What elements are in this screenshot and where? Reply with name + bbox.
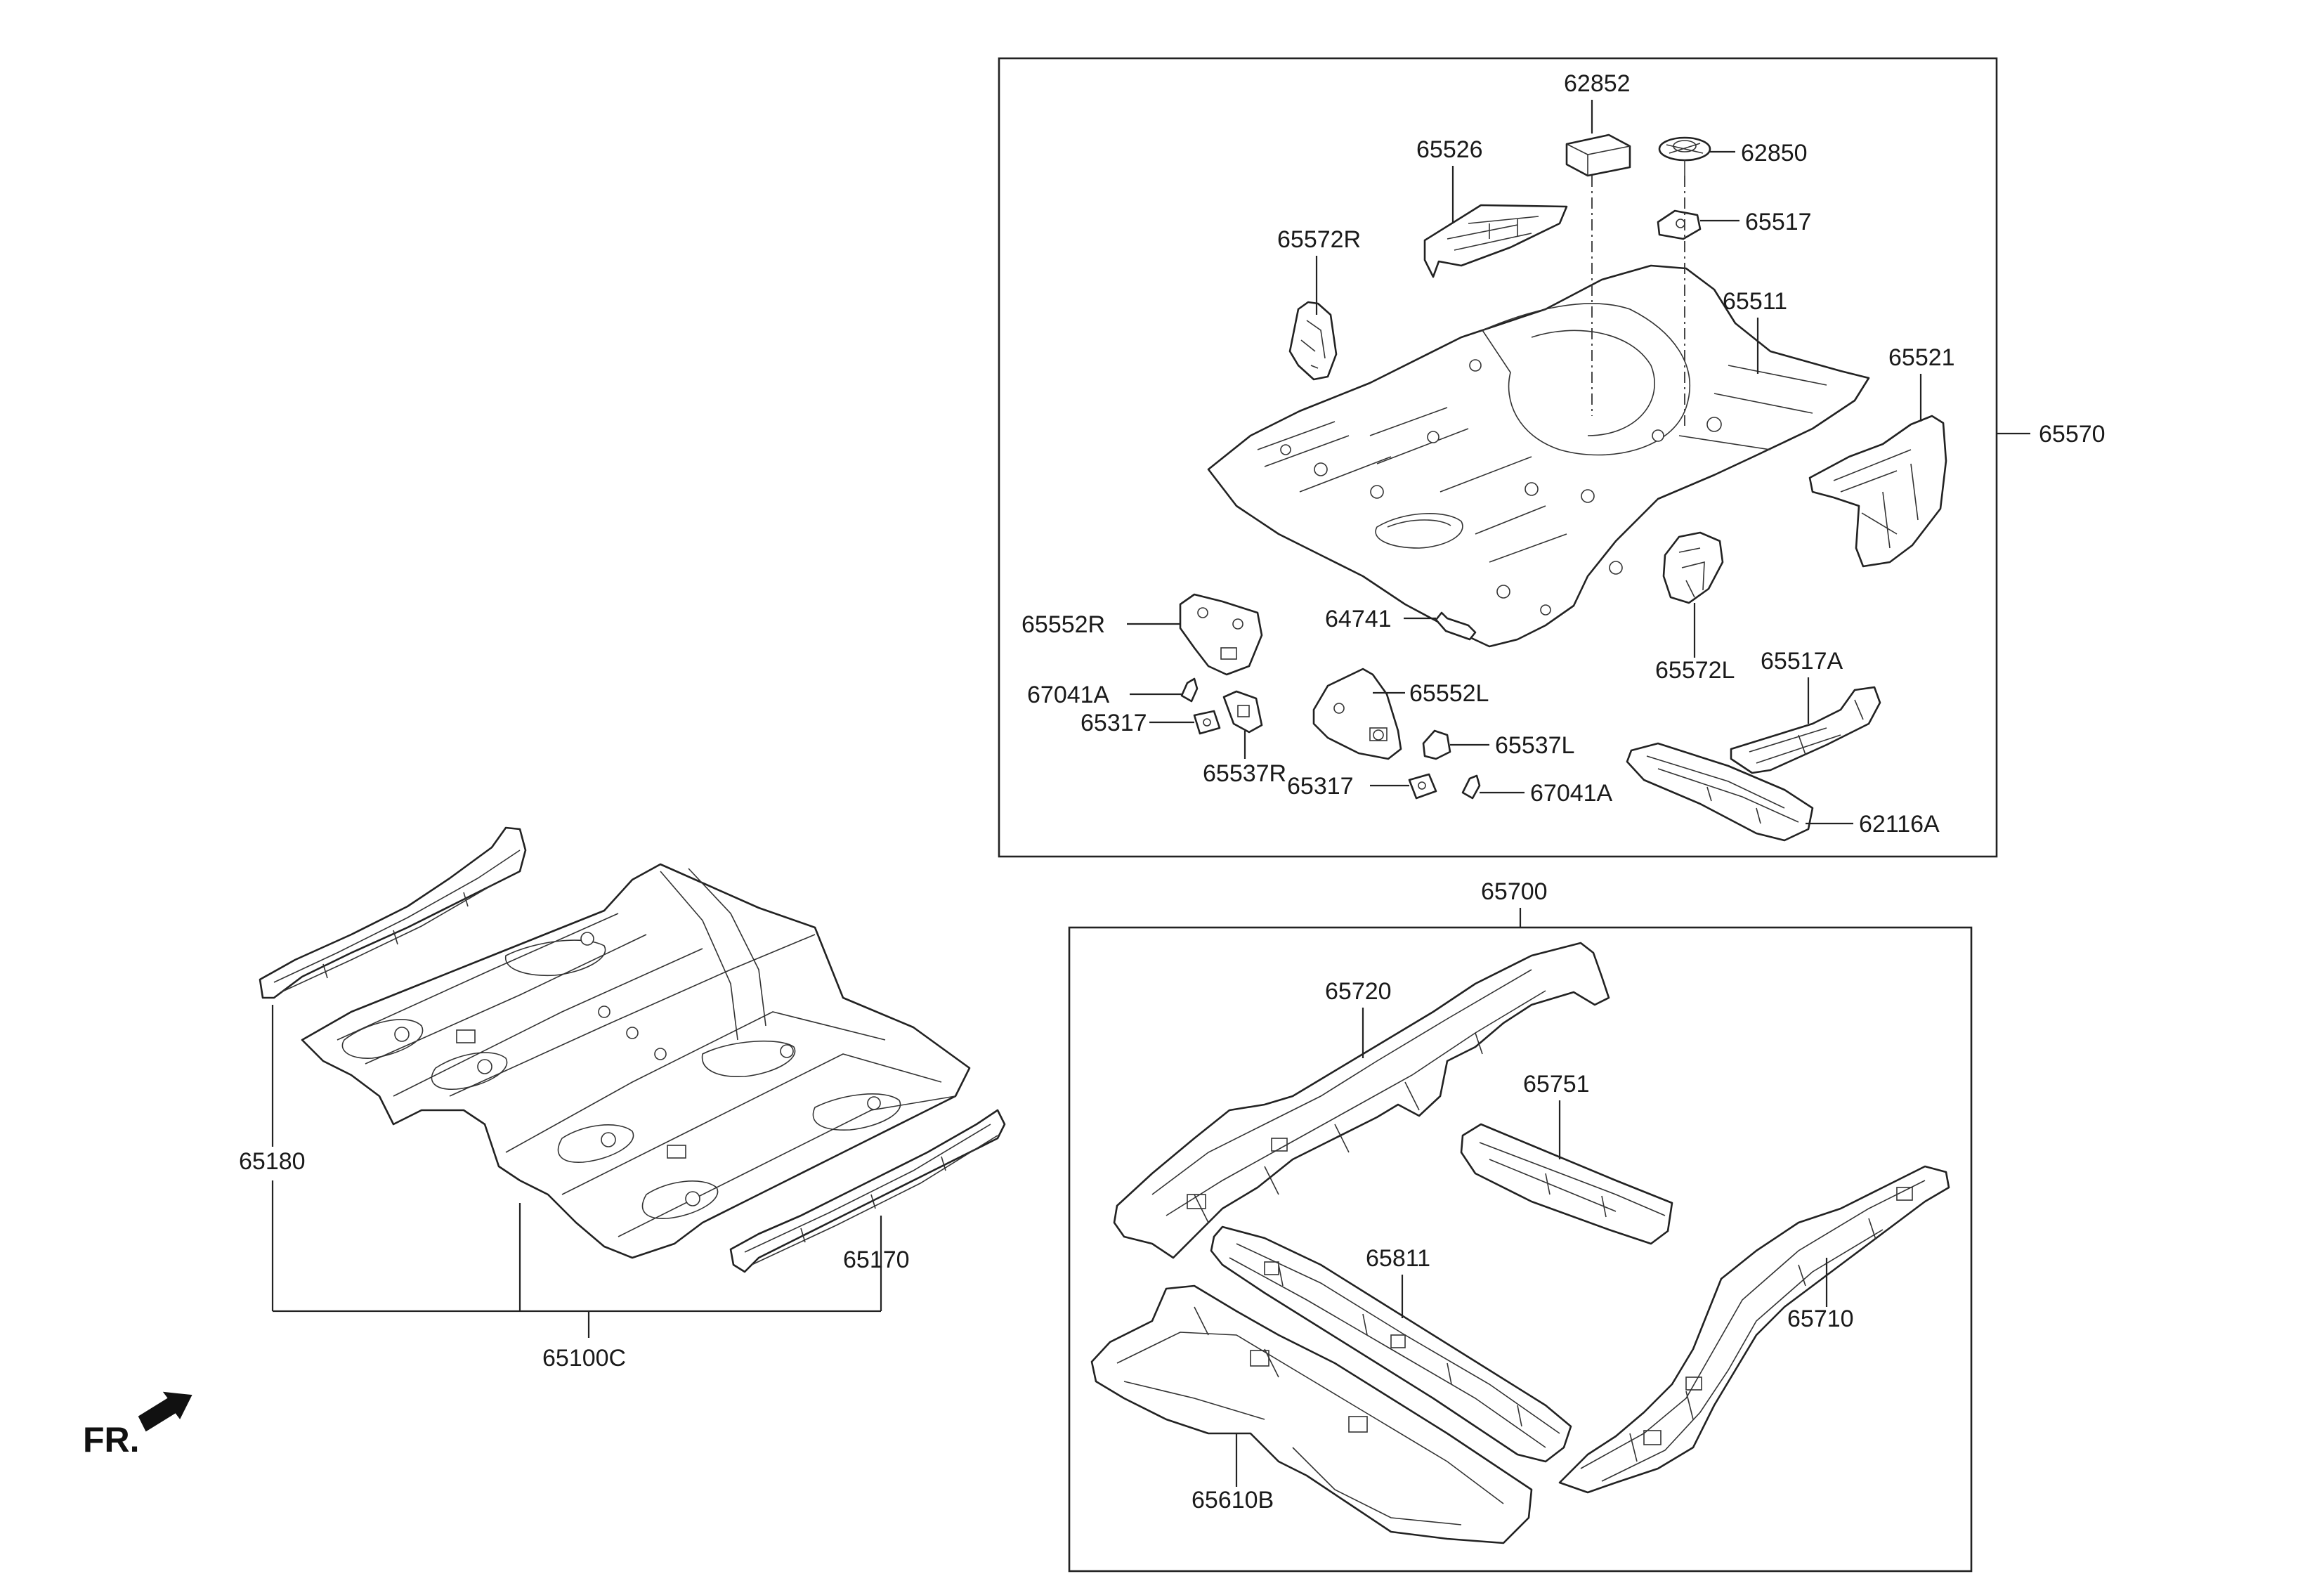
part-62116A-member xyxy=(1626,742,1814,842)
rear-floor-group-frame xyxy=(998,57,1998,858)
label-65570: 65570 xyxy=(2039,421,2106,448)
label-62850: 62850 xyxy=(1741,140,1808,167)
label-65511: 65511 xyxy=(1723,288,1787,315)
label-65572L: 65572L xyxy=(1655,657,1735,684)
part-64741-clip xyxy=(1435,611,1477,641)
center-floor-group: 65180 65170 xyxy=(239,826,1006,1372)
part-65317-right-nut-plate xyxy=(1193,710,1221,735)
label-67041A-left: 67041A xyxy=(1530,780,1613,807)
label-65170: 65170 xyxy=(843,1247,910,1273)
part-67041A-right-clip xyxy=(1180,677,1199,703)
part-center-floor-pan xyxy=(301,863,971,1259)
part-65180-side-reinforcement xyxy=(259,826,527,999)
part-65517A-reinforcement xyxy=(1730,686,1881,774)
part-65572L-bracket xyxy=(1662,531,1724,604)
label-65720: 65720 xyxy=(1325,978,1392,1005)
label-65710: 65710 xyxy=(1787,1306,1854,1332)
label-65537R: 65537R xyxy=(1203,760,1286,787)
label-65811: 65811 xyxy=(1366,1245,1430,1272)
label-65751: 65751 xyxy=(1523,1071,1590,1098)
part-65511-rear-floor-panel xyxy=(1207,264,1870,648)
label-65100C: 65100C xyxy=(542,1345,626,1372)
label-65180: 65180 xyxy=(239,1148,306,1175)
label-62116A: 62116A xyxy=(1859,811,1940,838)
part-65720-rear-side-member xyxy=(1113,942,1610,1259)
front-direction-label: FR. xyxy=(83,1420,140,1459)
front-direction-arrow-icon xyxy=(138,1391,192,1432)
label-65700: 65700 xyxy=(1481,878,1548,905)
label-62852: 62852 xyxy=(1564,70,1631,97)
part-65610B-rear-panel xyxy=(1090,1284,1533,1544)
part-62852-pad xyxy=(1565,134,1631,177)
part-65552L-bracket xyxy=(1312,668,1402,760)
part-65517-bracket xyxy=(1657,209,1702,240)
label-65572R: 65572R xyxy=(1277,226,1361,253)
front-direction-indicator: FR. xyxy=(83,1391,192,1459)
label-65521: 65521 xyxy=(1888,344,1955,371)
label-65552L: 65552L xyxy=(1409,680,1489,707)
part-65170-side-reinforcement xyxy=(729,1109,1006,1273)
label-65526: 65526 xyxy=(1416,136,1483,163)
part-65811-rear-cross-member xyxy=(1210,1225,1572,1463)
label-65552R: 65552R xyxy=(1021,611,1105,638)
part-65537R-bracket xyxy=(1222,690,1263,734)
label-64741: 64741 xyxy=(1325,606,1392,632)
label-65610B: 65610B xyxy=(1192,1487,1274,1514)
label-65317-left: 65317 xyxy=(1287,773,1354,800)
part-62850-clamp xyxy=(1658,136,1711,176)
part-65552R-bracket xyxy=(1179,593,1263,676)
part-65710-rear-side-member xyxy=(1558,1165,1950,1494)
part-65526-panel xyxy=(1423,204,1568,278)
label-67041A-right: 67041A xyxy=(1027,682,1110,708)
label-65537L: 65537L xyxy=(1495,732,1574,759)
label-65517A: 65517A xyxy=(1761,648,1843,675)
rear-floor-group: 65570 62852 62850 65517 65526 xyxy=(998,57,2106,858)
label-65317-right: 65317 xyxy=(1081,710,1147,736)
part-65751-cross-member xyxy=(1460,1123,1673,1245)
part-65537L-bracket xyxy=(1422,729,1451,760)
part-67041A-left-clip xyxy=(1461,774,1481,800)
part-65317-left-nut-plate xyxy=(1408,773,1437,800)
label-65517: 65517 xyxy=(1745,209,1812,235)
part-65572R-bracket xyxy=(1288,301,1338,381)
part-65521-rear-panel xyxy=(1808,415,1947,568)
rear-member-group: 65700 65720 65751 65811 xyxy=(1068,878,1973,1573)
